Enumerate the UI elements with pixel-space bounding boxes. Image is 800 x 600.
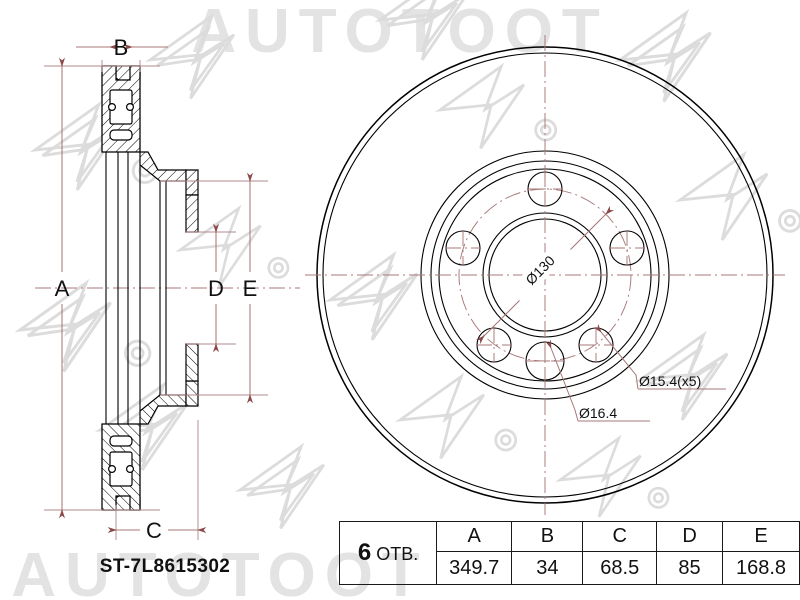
dimension-C: C: [107, 420, 207, 543]
callout-label-pin-hole: Ø16.4: [579, 405, 617, 421]
hole-count-cell: 6 ОТВ.: [338, 521, 438, 585]
watermark-top-text: AUTOTOOT: [191, 0, 609, 66]
bolt-hole: [476, 327, 512, 363]
value-b: 34: [511, 551, 584, 585]
section-hub-web-top: [139, 151, 199, 233]
section-friction-ring-bottom: [101, 423, 141, 511]
dimension-label-B: B: [114, 35, 129, 60]
section-hub-web-bottom: [139, 343, 199, 425]
header-b: B: [511, 521, 584, 552]
header-e: E: [722, 521, 800, 552]
section-inner-plate-bottom: [105, 288, 167, 424]
value-a: 349.7: [436, 551, 513, 585]
specification-table: 6 ОТВ. A B C D E 349.7 34 68.5 85 168.8: [338, 521, 800, 585]
section-view: A B C: [35, 35, 300, 543]
callout-label-bolt-holes: Ø15.4(x5): [639, 373, 701, 389]
hole-count-value: 6: [357, 539, 372, 566]
value-c: 68.5: [582, 551, 658, 585]
header-c: C: [582, 521, 658, 552]
header-d: D: [656, 521, 724, 552]
section-inner-plate-top: [105, 152, 167, 288]
dimension-E: E: [160, 172, 268, 404]
hole-count-unit: ОТВ.: [376, 544, 419, 564]
dimension-B: B: [76, 35, 168, 72]
table-row-headers: 6 ОТВ. A B C D E: [338, 521, 800, 585]
section-friction-ring-top: [101, 65, 141, 153]
watermark-logo-group: [14, 0, 800, 530]
bolt-hole: [609, 230, 645, 266]
dimension-D: D: [186, 223, 236, 353]
dimension-label-A: A: [55, 276, 70, 301]
callout-bolt-holes: Ø15.4(x5): [593, 323, 726, 390]
face-view: Ø130 Ø15.4(x5) Ø16.4: [305, 35, 785, 515]
value-d: 85: [656, 551, 724, 585]
callout-pin-hole: Ø16.4: [545, 339, 650, 422]
header-a: A: [436, 521, 513, 552]
table-row-values: 349.7 34 68.5 85 168.8: [340, 551, 800, 585]
dimension-label-E: E: [243, 276, 258, 301]
dimension-label-C: C: [146, 518, 162, 543]
value-e: 168.8: [722, 551, 800, 585]
pin-hole: [525, 341, 565, 381]
dimension-label-D: D: [208, 276, 224, 301]
part-number: ST-7L8615302: [99, 556, 231, 577]
